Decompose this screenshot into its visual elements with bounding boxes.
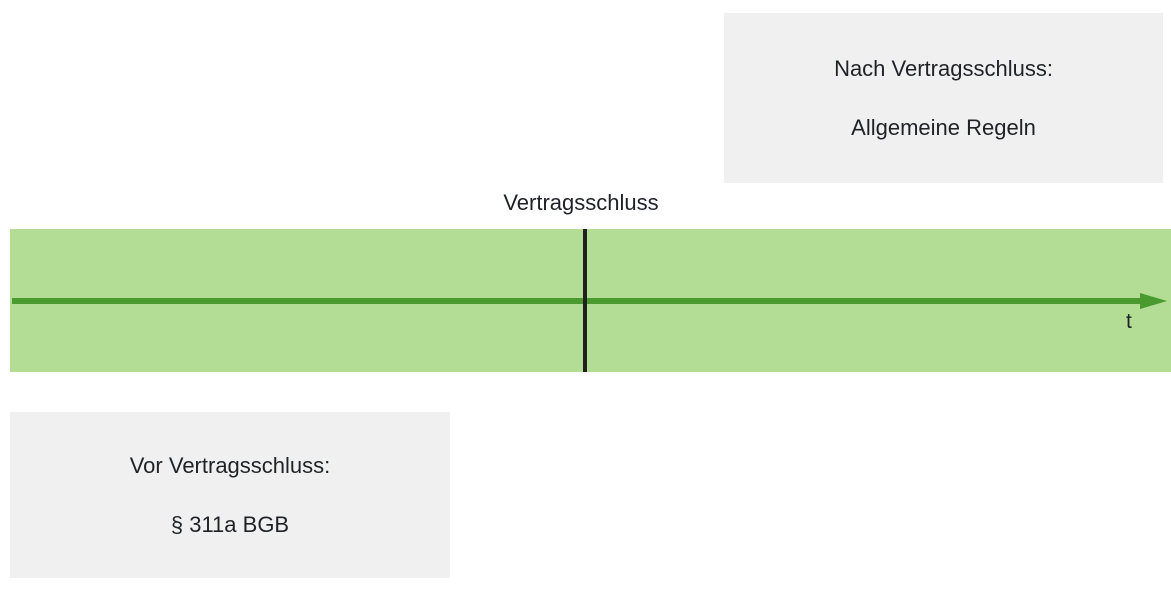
- timeline-marker-label: Vertragsschluss: [503, 190, 659, 215]
- timeline-axis-label: t: [1126, 310, 1132, 333]
- arrow-right-icon: [12, 293, 1167, 309]
- timeline-band: [10, 229, 1171, 372]
- callout-before-title: Vor Vertragsschluss:: [129, 452, 331, 478]
- callout-before-contract: Vor Vertragsschluss: § 311a BGB: [10, 412, 450, 578]
- callout-after-title: Nach Vertragsschluss:: [834, 55, 1053, 81]
- callout-after-subtitle: Allgemeine Regeln: [851, 115, 1036, 140]
- callout-before-subtitle: § 311a BGB: [170, 512, 290, 537]
- contract-conclusion-marker: [583, 229, 587, 372]
- callout-after-contract: Nach Vertragsschluss: Allgemeine Regeln: [724, 13, 1163, 183]
